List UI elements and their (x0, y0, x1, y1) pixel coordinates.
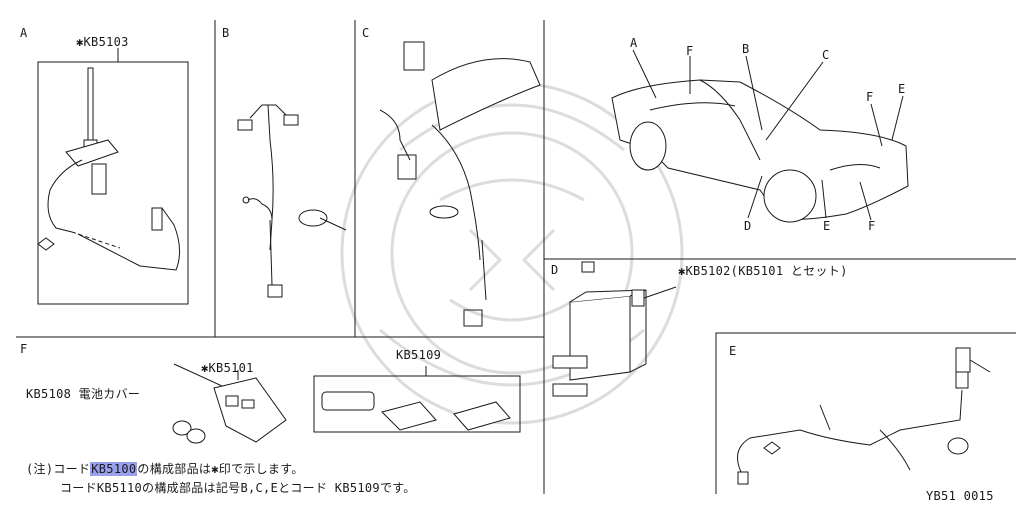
panel-d-drawing (552, 261, 677, 397)
panel-c-drawing (379, 41, 541, 327)
car-callout-f-bottom: F (868, 219, 876, 233)
note-highlight-kb5100: KB5100 (90, 462, 138, 476)
note-line-1: (注)コードKB5100の構成部品は✱印で示します。 (26, 462, 304, 476)
part-label-kb5102: ✱KB5102(KB5101 とセット) (678, 264, 848, 278)
car-callout-d: D (744, 219, 752, 233)
panel-e-letter: E (729, 344, 737, 358)
panel-a-drawing (37, 48, 189, 305)
note-line-1-suffix: の構成部品は✱印で示します。 (137, 462, 304, 476)
note-line-2: コードKB5110の構成部品は記号B,C,Eとコード KB5109です。 (60, 481, 416, 495)
panel-b-letter: B (222, 26, 230, 40)
car-callout-f-hood: F (866, 90, 874, 104)
panel-d-letter: D (551, 263, 559, 277)
panel-borders (16, 20, 1016, 494)
panel-a-letter: A (20, 26, 28, 40)
note-line-1-prefix: (注)コード (26, 462, 91, 476)
car-callout-a: A (630, 36, 638, 50)
diagram-code: YB51 0015 (926, 489, 994, 503)
part-label-kb5109: KB5109 (396, 348, 442, 362)
part-label-kb5101: ✱KB5101 (201, 361, 254, 375)
part-label-kb5103: ✱KB5103 (76, 35, 129, 49)
car-illustration (611, 49, 909, 223)
panel-c-letter: C (362, 26, 370, 40)
panel-f-drawing (172, 363, 521, 444)
car-callout-b: B (742, 42, 750, 56)
car-callout-f-top: F (686, 44, 694, 58)
panel-f-letter: F (20, 342, 28, 356)
panel-b-drawing (237, 104, 347, 298)
part-label-kb5108: KB5108 電池カバー (26, 387, 141, 401)
car-callout-e-top: E (898, 82, 906, 96)
car-callout-e-bottom: E (823, 219, 831, 233)
car-callout-c: C (822, 48, 830, 62)
panel-e-drawing (737, 347, 991, 485)
